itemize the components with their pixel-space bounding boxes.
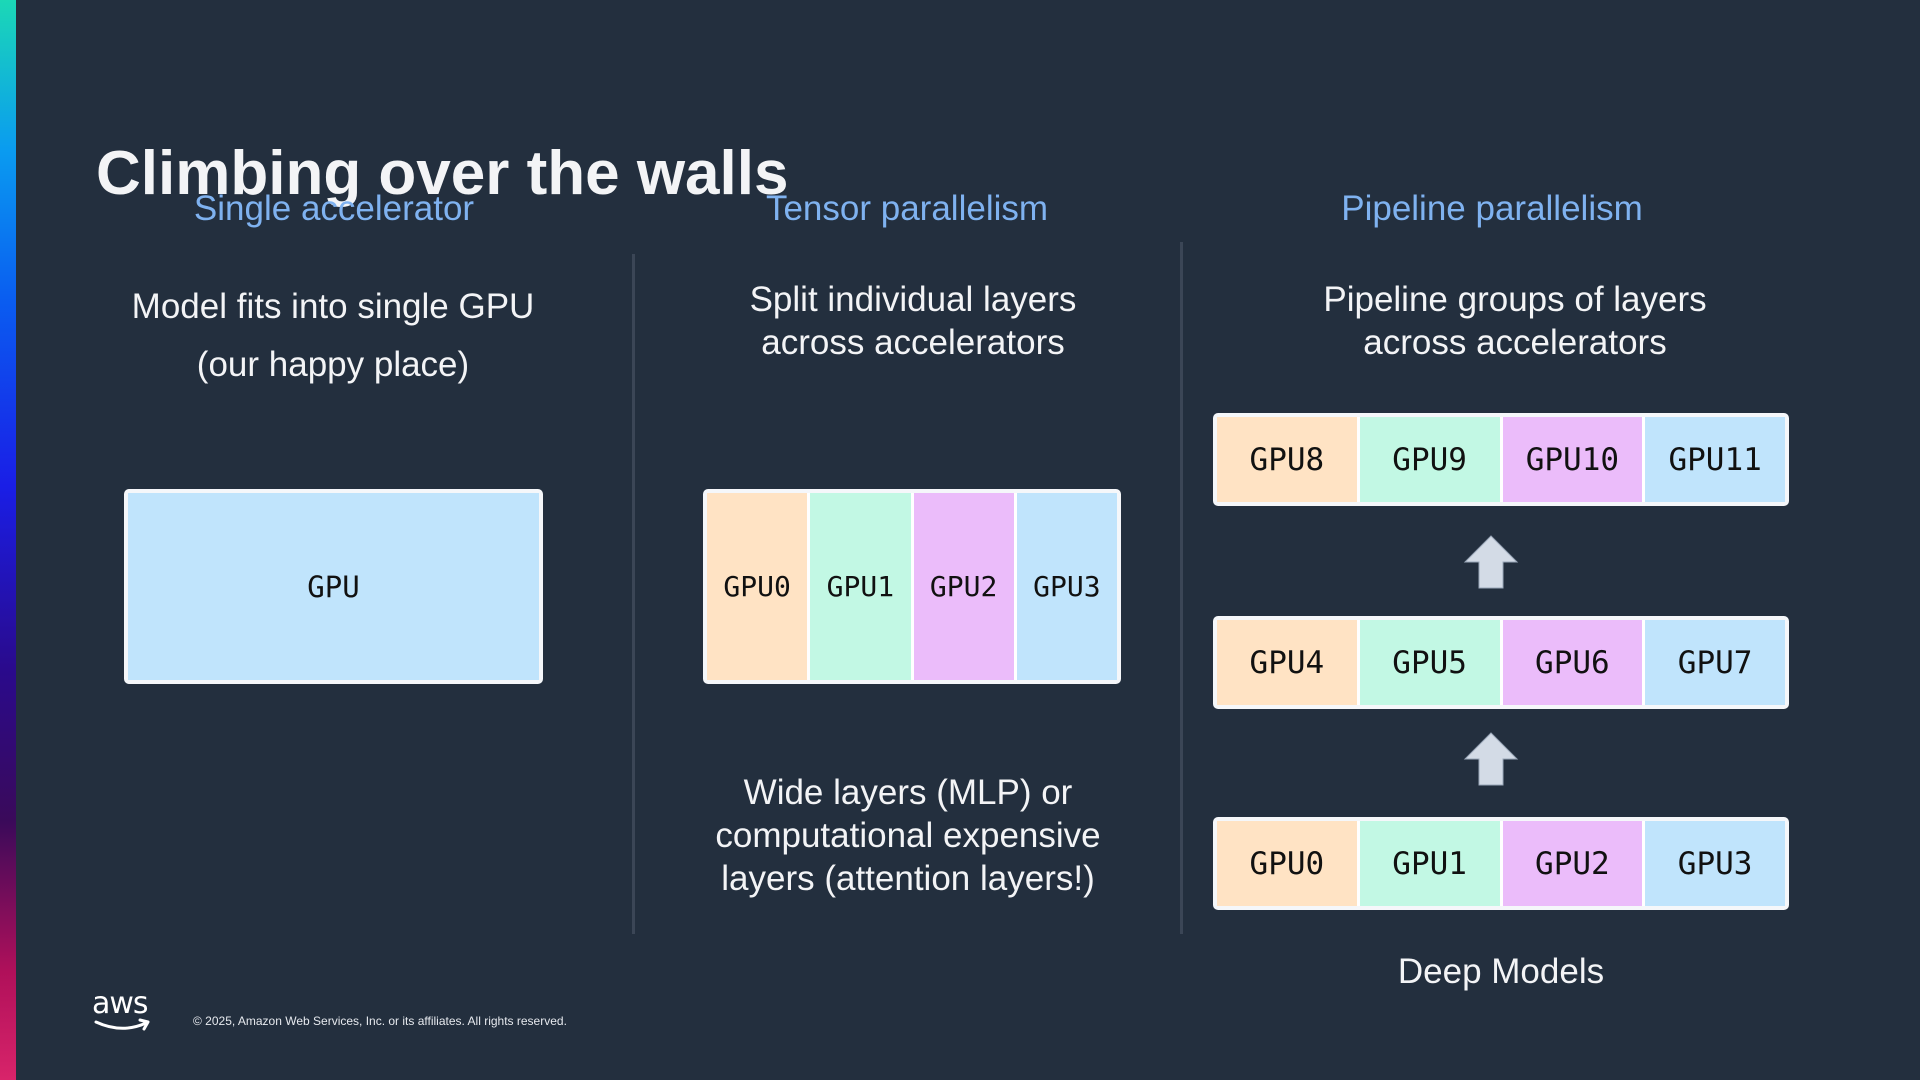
single-gpu-box: GPU	[124, 489, 543, 684]
column-divider-left	[632, 254, 635, 934]
gpu-cell: GPU9	[1359, 417, 1500, 502]
copyright-footer: © 2025, Amazon Web Services, Inc. or its…	[193, 1014, 567, 1028]
pipeline-stage-bottom: GPU0 GPU1 GPU2 GPU3	[1213, 817, 1789, 910]
tensor-gpu-row: GPU0 GPU1 GPU2 GPU3	[703, 489, 1121, 684]
gpu-cell: GPU4	[1217, 620, 1357, 705]
tensor-parallelism-heading: Tensor parallelism	[765, 189, 1049, 228]
tensor-note-line1: Wide layers (MLP) or	[743, 773, 1073, 812]
tensor-desc-line1: Split individual layers	[749, 280, 1077, 319]
slide-title: Climbing over the walls	[96, 139, 789, 208]
gpu-cell: GPU	[128, 493, 539, 680]
aws-logo-text: aws	[92, 986, 149, 1021]
pipeline-desc-line2: across accelerators	[1363, 323, 1667, 362]
gpu-cell: GPU10	[1502, 417, 1643, 502]
tensor-note-line2: computational expensive	[715, 816, 1101, 855]
single-accelerator-heading: Single accelerator	[193, 189, 475, 228]
tensor-desc-line2: across accelerators	[761, 323, 1065, 362]
column-divider-right	[1180, 242, 1183, 934]
pipeline-parallelism-heading: Pipeline parallelism	[1341, 189, 1643, 228]
accent-gradient-bar	[0, 0, 16, 1080]
single-accelerator-description: Model fits into single GPU (our happy pl…	[132, 278, 535, 394]
gpu-cell: GPU3	[1016, 493, 1117, 680]
gpu-cell: GPU1	[810, 493, 911, 680]
up-arrow-icon	[1463, 535, 1519, 589]
pipeline-parallelism-description: Pipeline groups of layers across acceler…	[1323, 278, 1706, 364]
gpu-cell: GPU2	[913, 493, 1014, 680]
aws-logo: aws	[92, 986, 154, 1034]
up-arrow-icon	[1463, 732, 1519, 786]
pipeline-stage-middle: GPU4 GPU5 GPU6 GPU7	[1213, 616, 1789, 709]
gpu-cell: GPU0	[1217, 821, 1357, 906]
gpu-cell: GPU0	[707, 493, 808, 680]
gpu-cell: GPU3	[1645, 821, 1785, 906]
tensor-parallelism-note: Wide layers (MLP) or computational expen…	[715, 771, 1100, 900]
single-desc-line1: Model fits into single GPU	[131, 287, 535, 326]
pipeline-desc-line1: Pipeline groups of layers	[1323, 280, 1707, 319]
gpu-cell: GPU7	[1645, 620, 1785, 705]
pipeline-stage-top: GPU8 GPU9 GPU10 GPU11	[1213, 413, 1789, 506]
gpu-cell: GPU11	[1645, 417, 1785, 502]
tensor-note-line3: layers (attention layers!)	[721, 859, 1095, 898]
pipeline-caption: Deep Models	[1397, 952, 1605, 991]
gpu-cell: GPU8	[1217, 417, 1357, 502]
gpu-cell: GPU1	[1359, 821, 1500, 906]
single-desc-line2: (our happy place)	[196, 345, 470, 384]
gpu-cell: GPU2	[1502, 821, 1643, 906]
aws-smile-icon	[94, 1018, 150, 1031]
gpu-cell: GPU5	[1359, 620, 1500, 705]
tensor-parallelism-description: Split individual layers across accelerat…	[750, 278, 1077, 364]
gpu-cell: GPU6	[1502, 620, 1643, 705]
